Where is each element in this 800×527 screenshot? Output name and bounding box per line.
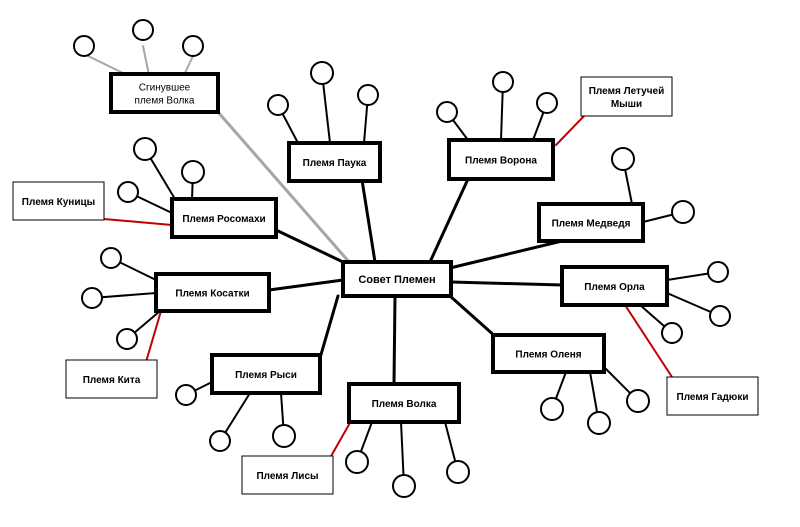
leaf-node-circle [182, 35, 204, 57]
node-label: Племя Косатки [175, 289, 249, 300]
node-label: Мыши [611, 99, 642, 110]
leaf-node-circle [267, 94, 289, 116]
connector-line [85, 54, 128, 76]
node-label: Племя Ворона [465, 156, 537, 167]
leaf-node-circle [175, 384, 197, 406]
tribe-node-viper: Племя Гадюки [666, 376, 759, 416]
tribe-node-bear: Племя Медведя [537, 202, 645, 243]
tribe-node-orca: Племя Косатки [154, 272, 271, 313]
node-box [560, 265, 669, 307]
node-label: Племя Гадюки [677, 392, 749, 403]
connector-line [428, 177, 470, 264]
leaf-node-circle [133, 137, 157, 161]
node-box [154, 272, 271, 313]
leaf-node-circle [132, 19, 154, 41]
connector-line [142, 45, 150, 76]
node-box [491, 333, 606, 374]
tribe-node-fox: Племя Лисы [241, 455, 334, 495]
connector-line [216, 110, 352, 265]
node-label: Племя Оленя [515, 350, 581, 361]
leaf-node-circle [671, 200, 695, 224]
node-box [109, 72, 220, 114]
node-box [210, 353, 322, 395]
node-label: Племя Рыси [235, 370, 297, 381]
leaf-node-circle [117, 181, 139, 203]
node-label: Сгинувшее [139, 83, 191, 94]
connector-line [624, 304, 673, 378]
connector-line [329, 420, 352, 459]
leaf-node-circle [181, 160, 205, 184]
connector-line [274, 228, 345, 264]
node-box [287, 141, 382, 183]
connector-line [448, 239, 564, 270]
node-box [580, 76, 673, 117]
node-label: Племя Кита [83, 375, 141, 386]
node-box [241, 455, 334, 495]
connector-line [318, 294, 340, 360]
leaf-node-circle [81, 287, 103, 309]
council-node: Совет Племен [341, 260, 453, 298]
node-box [12, 181, 105, 221]
tribe-node-wolverine: Племя Росомахи [170, 197, 278, 239]
node-label: Племя Орла [584, 282, 645, 293]
connector-line [449, 280, 564, 287]
tribe-node-lynx: Племя Рыси [210, 353, 322, 395]
leaf-node-circle [536, 92, 558, 114]
node-box [666, 376, 759, 416]
node-box [537, 202, 645, 243]
leaf-node-circle [209, 430, 231, 452]
connector-line [448, 294, 498, 339]
node-box [341, 260, 453, 298]
tribe-node-deer: Племя Оленя [491, 333, 606, 374]
leaf-node-circle [661, 322, 683, 344]
leaf-node-circle [626, 389, 650, 413]
tribe-node-raven: Племя Ворона [447, 138, 555, 181]
connector-line [103, 218, 173, 226]
leaf-node-circle [540, 397, 564, 421]
tribe-node-marten: Племя Куницы [12, 181, 105, 221]
node-label: племя Волка [135, 96, 195, 107]
leaf-node-circle [492, 71, 514, 93]
tribe-node-wolf: Племя Волка [347, 382, 461, 424]
node-label: Племя Куницы [22, 197, 95, 208]
connector-line [267, 278, 345, 292]
connector-line [145, 310, 162, 363]
node-label: Племя Паука [303, 158, 367, 169]
connector-line [392, 294, 397, 386]
leaf-node-circle [272, 424, 296, 448]
tribe-node-vanished-wolf: Сгинувшее племя Волка [109, 72, 220, 114]
tribe-node-spider: Племя Паука [287, 141, 382, 183]
leaf-node-circle [116, 328, 138, 350]
node-box [170, 197, 278, 239]
node-box [347, 382, 461, 424]
leaf-node-circle [446, 460, 470, 484]
leaf-node-circle [100, 247, 122, 269]
node-label: Племя Медведя [552, 219, 631, 230]
node-label: Племя Лисы [256, 471, 318, 482]
tribe-node-eagle: Племя Орла [560, 265, 669, 307]
leaf-node-circle [345, 450, 369, 474]
node-box [65, 359, 158, 399]
leaf-node-circle [310, 61, 334, 85]
leaf-node-circle [392, 474, 416, 498]
connector-line [360, 178, 377, 264]
leaf-node-circle [73, 35, 95, 57]
node-box [447, 138, 555, 181]
leaf-node-circle [587, 411, 611, 435]
node-label: Племя Волка [372, 399, 437, 410]
leaf-node-circle [436, 101, 458, 123]
node-label: Племя Росомахи [182, 214, 265, 225]
leaf-node-circle [707, 261, 729, 283]
tribe-node-whale: Племя Кита [65, 359, 158, 399]
leaf-node-circle [611, 147, 635, 171]
leaf-node-circle [357, 84, 379, 106]
connector-line [555, 115, 585, 146]
node-label: Совет Племен [358, 274, 435, 286]
connector-line [183, 55, 194, 76]
leaf-node-circle [709, 305, 731, 327]
node-label: Племя Летучей [589, 86, 665, 97]
